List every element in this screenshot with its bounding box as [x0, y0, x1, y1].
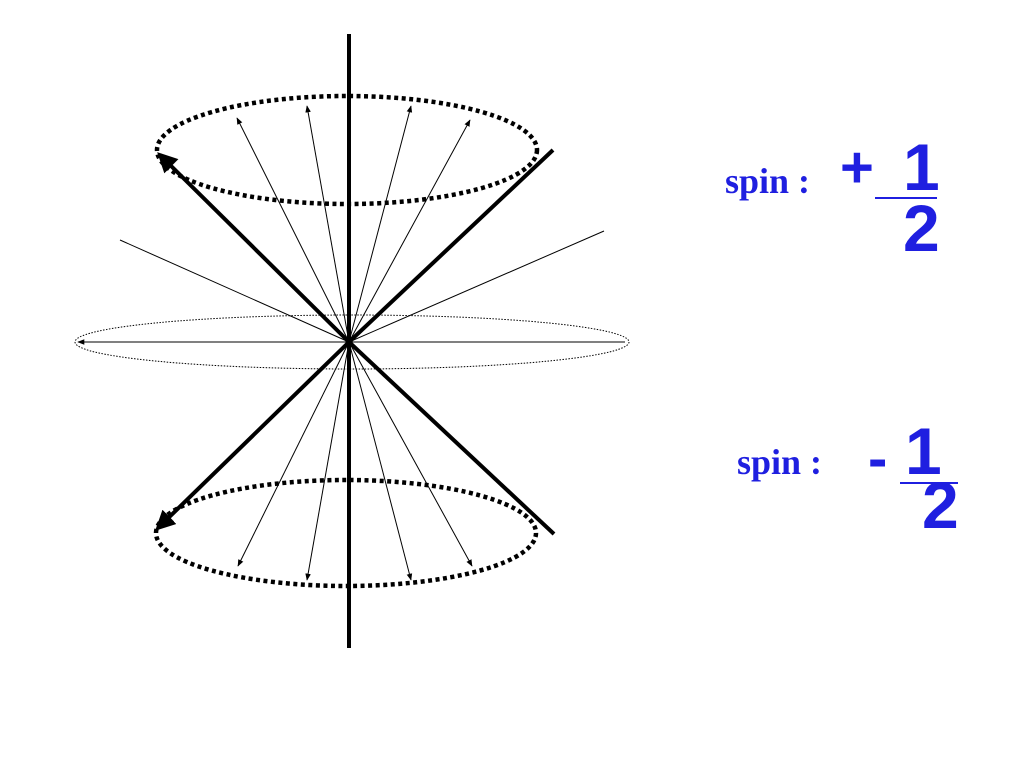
bottom-cone-ellipse	[153, 477, 539, 589]
cone-line-top-right	[347, 148, 555, 344]
cone-line-top-left	[157, 152, 351, 344]
top-arrow-2	[305, 105, 350, 343]
equatorial-ellipse	[74, 314, 630, 370]
spin-up-numerator: 1	[903, 130, 940, 204]
top-arrow-4	[348, 119, 471, 343]
spin-down-denominator: 2	[922, 468, 959, 542]
bottom-arrow-3	[348, 341, 413, 581]
bottom-arrow-4	[348, 341, 473, 567]
spin-down-word: spin :	[737, 442, 823, 482]
spin-down-sign: -	[868, 426, 888, 491]
spin-down-numerator: 1	[905, 414, 942, 488]
guide-line-right	[348, 230, 605, 343]
spin-down-fraction-bar	[900, 482, 958, 484]
bottom-arrow-2	[305, 341, 350, 581]
top-cone-ellipse	[154, 93, 540, 207]
spin-up-word: spin :	[725, 161, 811, 201]
bottom-arrow-1	[237, 341, 350, 567]
cone-line-bottom-right	[347, 340, 556, 536]
top-arrow-1	[236, 117, 350, 343]
spin-up-fraction-bar	[875, 197, 937, 199]
guide-line-left	[119, 239, 350, 343]
spin-up-denominator: 2	[903, 191, 940, 265]
top-arrow-3	[348, 105, 413, 343]
cone-line-bottom-left	[155, 340, 351, 531]
spin-up-sign: +	[840, 135, 874, 200]
